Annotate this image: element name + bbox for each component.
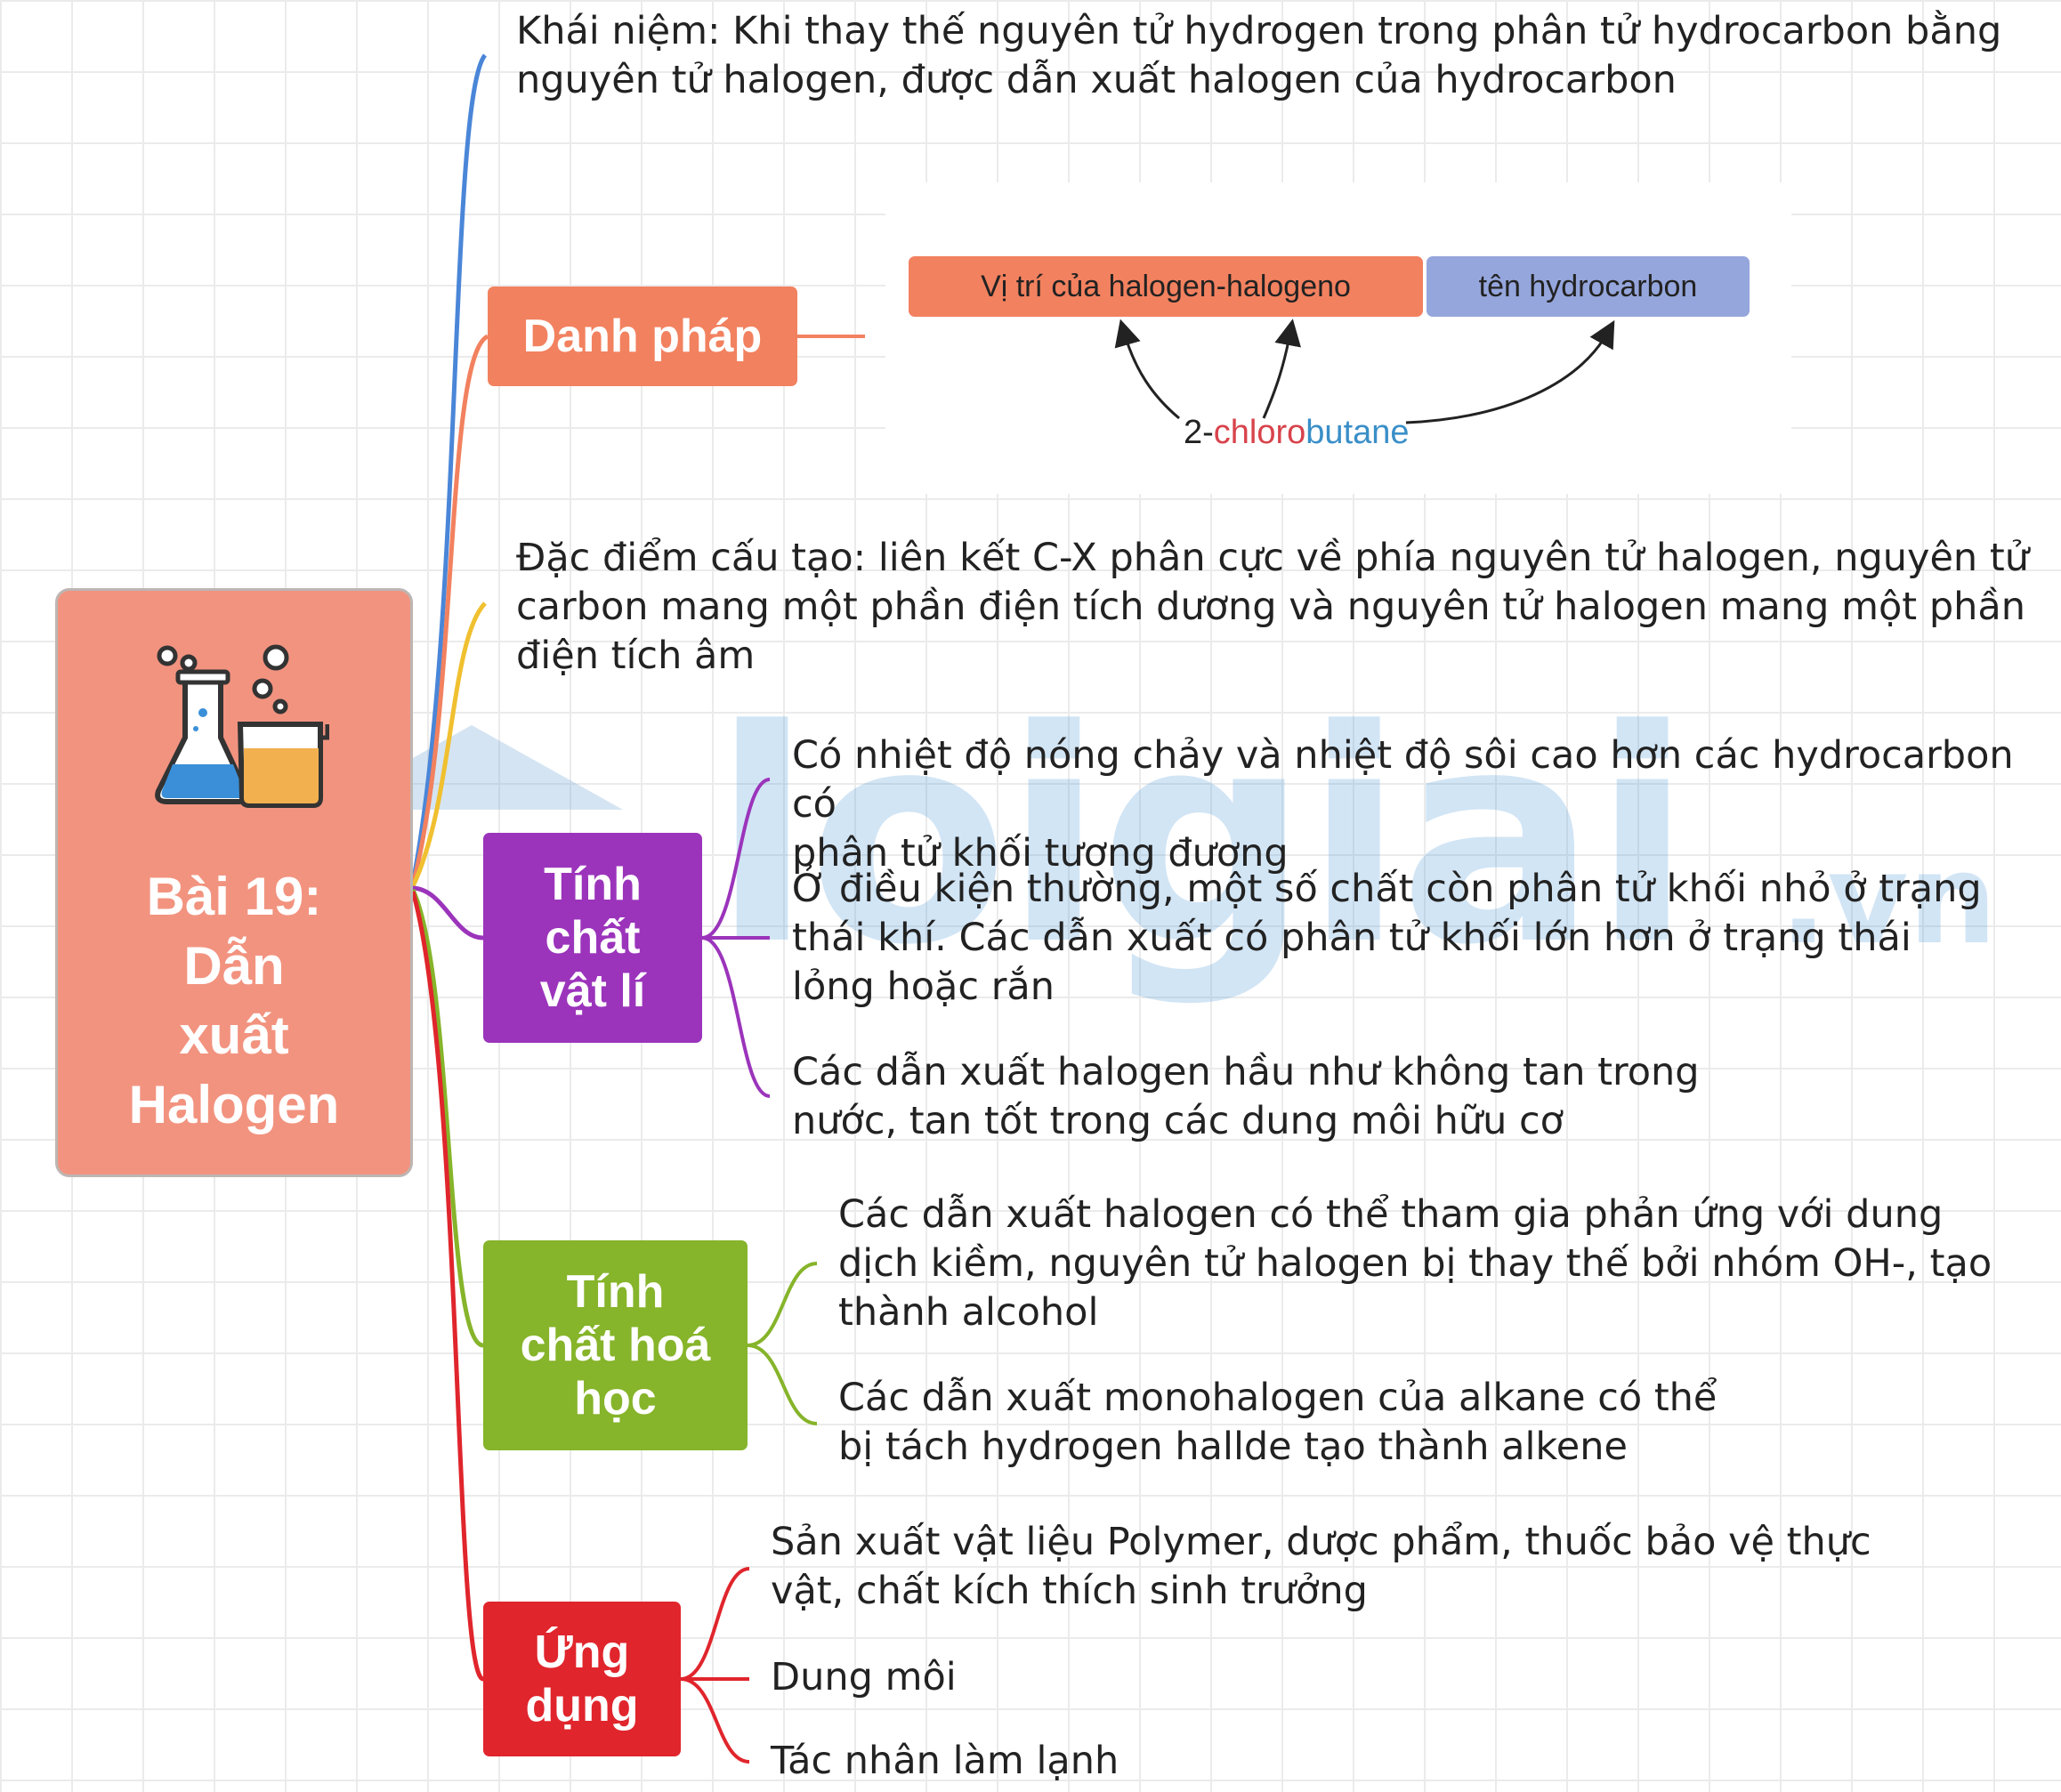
- topic-ung-dung[interactable]: Ứng dụng: [483, 1602, 681, 1756]
- connector-ung-dung: [410, 891, 485, 1682]
- example-compound-name: 2-chlorobutane: [1184, 414, 1410, 452]
- khai-niem-text[interactable]: Khái niệm: Khi thay thế nguyên tử hydrog…: [516, 9, 2002, 102]
- connector-hoa-hoc: [410, 888, 484, 1348]
- ung-dung-item[interactable]: Dung môi: [771, 1655, 957, 1699]
- topic-tinh-chat-vat-li[interactable]: Tính chất vật lí: [483, 833, 702, 1043]
- example-hydrocarbon: butane: [1305, 414, 1410, 451]
- chemistry-flask-icon: [155, 644, 329, 808]
- topic-tinh-chat-hoa-hoc[interactable]: Tính chất hoá học: [483, 1240, 748, 1450]
- central-title: Bài 19: Dẫn xuất Halogen: [128, 867, 340, 1134]
- connector-ung-dung-item-3: [680, 1677, 750, 1764]
- connector-danh-phap: [410, 334, 489, 885]
- danh-phap-diagram: Vị trí của halogen-halogeno tên hydrocar…: [885, 182, 1791, 494]
- connector-hoa-hoc-item-2: [747, 1344, 818, 1425]
- hoa-hoc-item[interactable]: Các dẫn xuất halogen có thể tham gia phả…: [838, 1192, 1992, 1335]
- vat-li-item[interactable]: Các dẫn xuất halogen hầu như không tan t…: [792, 1050, 1700, 1143]
- hoa-hoc-item[interactable]: Các dẫn xuất monohalogen của alkane có t…: [838, 1376, 1718, 1469]
- connector-hoa-hoc-item-1: [747, 1262, 818, 1347]
- connector-vat-li-item-3: [701, 936, 771, 1098]
- vat-li-item[interactable]: Có nhiệt độ nóng chảy và nhiệt độ sôi ca…: [792, 733, 2014, 876]
- connector-vat-li: [412, 885, 484, 940]
- hydrocarbon-name-box: tên hydrocarbon: [1427, 256, 1750, 317]
- example-prefix: 2-: [1184, 414, 1214, 451]
- topic-danh-phap[interactable]: Danh pháp: [488, 287, 797, 386]
- ung-dung-item[interactable]: Tác nhân làm lạnh: [771, 1739, 1119, 1783]
- connector-dac-diem: [410, 601, 487, 888]
- ung-dung-item[interactable]: Sản xuất vật liệu Polymer, dược phẩm, th…: [771, 1520, 1871, 1613]
- central-topic[interactable]: Bài 19: Dẫn xuất Halogen: [55, 588, 413, 1177]
- naming-arrows: [1114, 319, 1615, 424]
- position-halogen-box: Vị trí của halogen-halogeno: [909, 256, 1423, 317]
- connector-vat-li-item-1: [701, 778, 771, 940]
- example-halogen: chloro: [1213, 414, 1306, 451]
- connector-ung-dung-item-1: [680, 1567, 750, 1681]
- dac-diem-text[interactable]: Đặc điểm cấu tạo: liên kết C-X phân cực …: [516, 536, 2029, 678]
- connector-khai-niem: [410, 53, 488, 884]
- vat-li-item[interactable]: Ở điều kiện thường, một số chất còn phân…: [792, 867, 1982, 1009]
